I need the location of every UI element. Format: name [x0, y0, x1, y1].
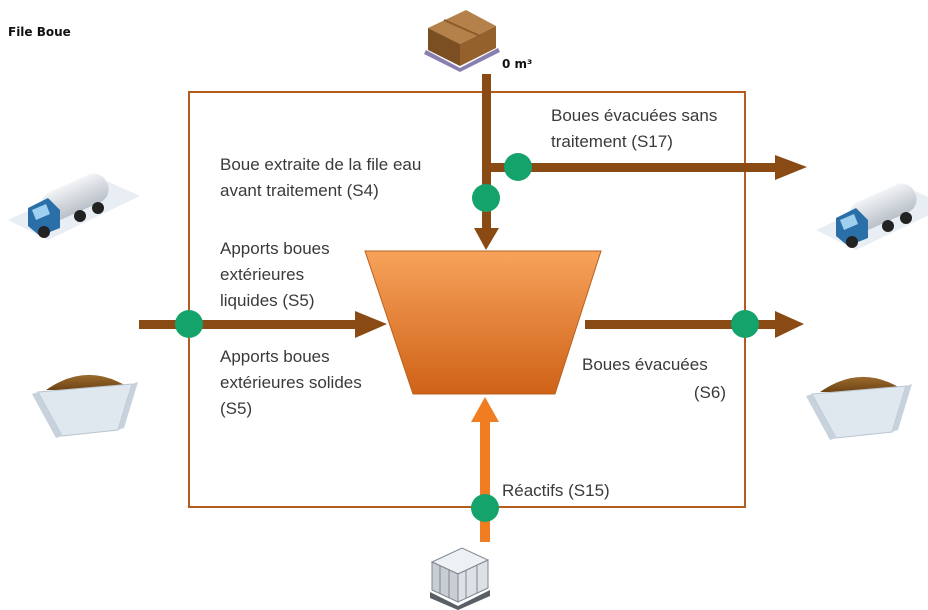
- cardboard-box-icon: [424, 10, 500, 72]
- diagram-title: File Boue: [8, 25, 71, 39]
- treatment-hopper: [364, 250, 602, 395]
- system-boundary: [188, 91, 746, 508]
- label-s5-liquid-line3: liquides (S5): [220, 291, 315, 310]
- sludge-skip-icon: [32, 374, 138, 438]
- label-s17-line2: traitement (S17): [551, 132, 673, 151]
- volume-label: 0 m³: [502, 57, 532, 71]
- node-s17: [504, 153, 532, 181]
- flow-s4: [474, 74, 499, 250]
- node-s4: [472, 184, 500, 212]
- label-s5-solid: Apports boues extérieures solides (S5): [220, 347, 362, 418]
- label-s15: Réactifs (S15): [502, 481, 610, 500]
- label-s6-line1: Boues évacuées: [582, 355, 708, 374]
- label-s5-solid-line2: extérieures solides: [220, 373, 362, 392]
- flow-s5: [139, 311, 387, 338]
- label-s5-solid-line3: (S5): [220, 399, 252, 418]
- tanker-truck-icon: [8, 173, 140, 240]
- sludge-skip-icon: [806, 376, 912, 440]
- node-s5: [175, 310, 203, 338]
- ibc-container-icon: [430, 547, 490, 610]
- label-s4-line1: Boue extraite de la file eau: [220, 155, 421, 174]
- label-s4: Boue extraite de la file eau avant trait…: [220, 155, 421, 200]
- label-s5-liquid-line2: extérieures: [220, 265, 304, 284]
- label-s6-line2: (S6): [694, 383, 726, 402]
- node-s15: [471, 494, 499, 522]
- label-s5-liquid-line1: Apports boues: [220, 239, 330, 258]
- label-s5-liquid: Apports boues extérieures liquides (S5): [220, 239, 330, 310]
- flow-s17: [486, 155, 807, 180]
- label-s17: Boues évacuées sans traitement (S17): [551, 106, 717, 151]
- flow-s15: [471, 397, 499, 542]
- label-s4-line2: avant traitement (S4): [220, 181, 379, 200]
- node-s6: [731, 310, 759, 338]
- label-s17-line1: Boues évacuées sans: [551, 106, 717, 125]
- label-s6: Boues évacuées (S6): [582, 355, 726, 402]
- label-s5-solid-line1: Apports boues: [220, 347, 330, 366]
- flow-s6: [585, 311, 804, 338]
- tanker-truck-icon: [816, 183, 928, 250]
